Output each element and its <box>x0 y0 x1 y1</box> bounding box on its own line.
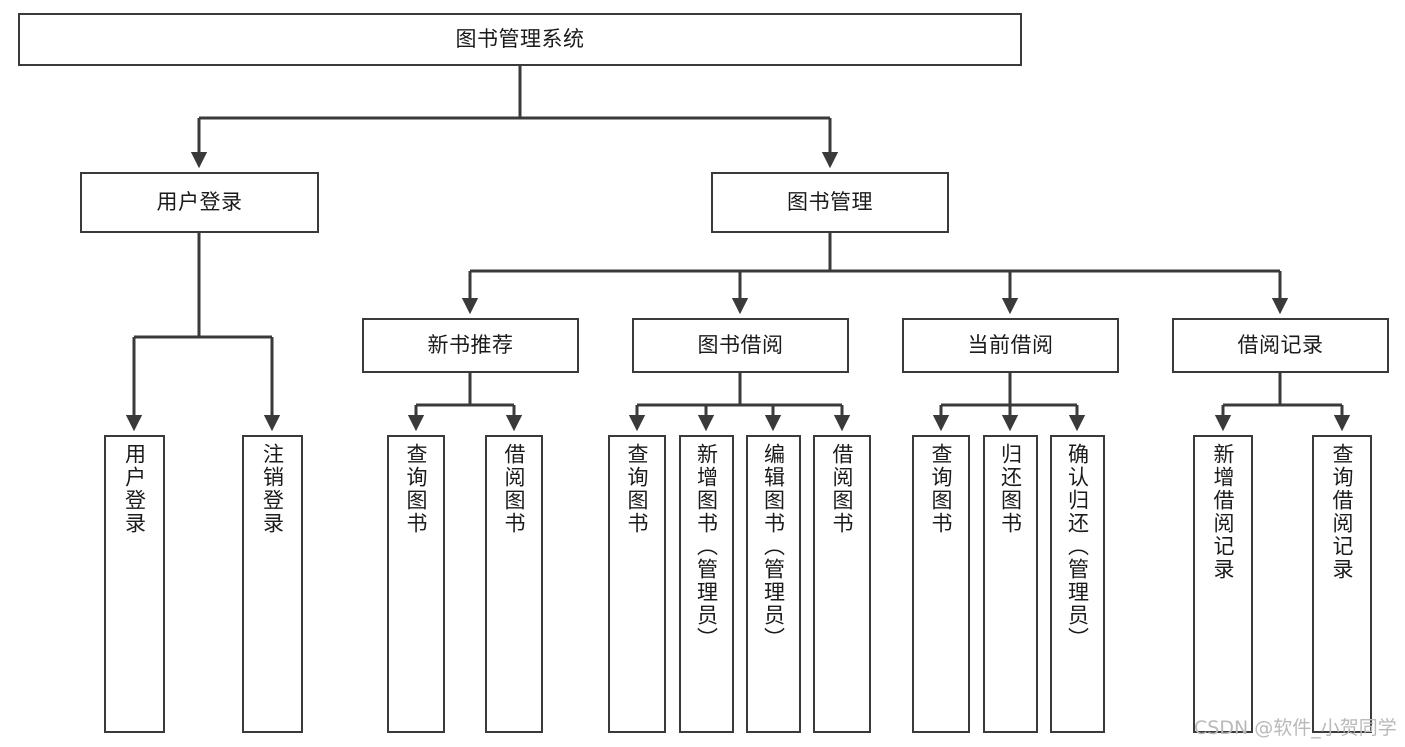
node-borrow-records[interactable]: 借阅记录 <box>1172 318 1389 373</box>
leaf-add-borrow-record-label: 新增借阅记录 <box>1211 443 1236 581</box>
node-user-login[interactable]: 用户登录 <box>80 172 319 233</box>
leaf-confirm-return-admin-label: 确认归还（管理员） <box>1065 443 1090 650</box>
leaf-edit-book-admin-label: 编辑图书（管理员） <box>761 443 786 650</box>
leaf-add-book-admin-label: 新增图书（管理员） <box>694 443 719 650</box>
node-root-label: 图书管理系统 <box>455 26 585 51</box>
leaf-borrow-book-new-label: 借阅图书 <box>502 443 527 535</box>
leaf-confirm-return-admin[interactable]: 确认归还（管理员） <box>1050 435 1105 733</box>
leaf-edit-book-admin[interactable]: 编辑图书（管理员） <box>746 435 801 733</box>
node-book-management-label: 图书管理 <box>787 189 873 214</box>
watermark: CSDN @软件_小贺同学 <box>1194 717 1397 739</box>
leaf-query-book-new[interactable]: 查询图书 <box>387 435 445 733</box>
leaf-borrow-book[interactable]: 借阅图书 <box>813 435 871 733</box>
leaf-user-login-label: 用户登录 <box>122 443 147 535</box>
leaf-logout[interactable]: 注销登录 <box>242 435 303 733</box>
leaf-user-login[interactable]: 用户登录 <box>104 435 165 733</box>
leaf-add-book-admin[interactable]: 新增图书（管理员） <box>679 435 734 733</box>
node-user-login-label: 用户登录 <box>156 189 243 214</box>
node-root[interactable]: 图书管理系统 <box>18 13 1022 66</box>
leaf-query-borrow-record[interactable]: 查询借阅记录 <box>1312 435 1372 733</box>
leaf-return-book-label: 归还图书 <box>998 443 1023 535</box>
leaf-query-borrow-record-label: 查询借阅记录 <box>1330 443 1355 581</box>
node-new-book-recommend-label: 新书推荐 <box>427 332 514 357</box>
node-book-borrow-label: 图书借阅 <box>697 332 784 357</box>
node-new-book-recommend[interactable]: 新书推荐 <box>362 318 579 373</box>
node-current-borrow[interactable]: 当前借阅 <box>902 318 1119 373</box>
leaf-query-book-current[interactable]: 查询图书 <box>912 435 970 733</box>
leaf-borrow-book-new[interactable]: 借阅图书 <box>485 435 543 733</box>
node-current-borrow-label: 当前借阅 <box>967 332 1054 357</box>
leaf-return-book[interactable]: 归还图书 <box>983 435 1038 733</box>
node-book-borrow[interactable]: 图书借阅 <box>632 318 849 373</box>
node-borrow-records-label: 借阅记录 <box>1237 332 1324 357</box>
leaf-query-book-current-label: 查询图书 <box>929 443 954 535</box>
leaf-query-book-borrow-label: 查询图书 <box>625 443 650 535</box>
leaf-logout-label: 注销登录 <box>260 443 285 535</box>
leaf-query-book-borrow[interactable]: 查询图书 <box>608 435 666 733</box>
leaf-query-book-new-label: 查询图书 <box>404 443 429 535</box>
node-book-management[interactable]: 图书管理 <box>711 172 949 233</box>
leaf-add-borrow-record[interactable]: 新增借阅记录 <box>1193 435 1253 733</box>
leaf-borrow-book-label: 借阅图书 <box>830 443 855 535</box>
